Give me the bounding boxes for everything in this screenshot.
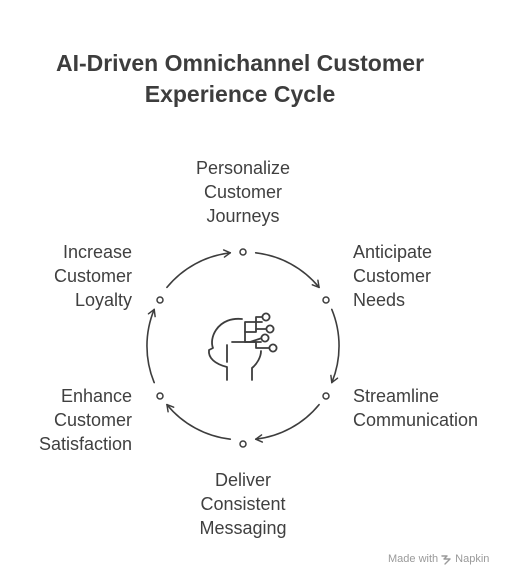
step-line: Customer bbox=[53, 410, 132, 430]
step-line: Communication bbox=[353, 410, 479, 430]
node-deliver bbox=[239, 440, 247, 448]
arrow-anticipate-to-streamline bbox=[330, 308, 340, 384]
footer-prefix: Made with bbox=[388, 553, 439, 565]
cycle-arrows bbox=[146, 249, 340, 443]
step-line: Enhance bbox=[60, 386, 132, 406]
step-streamline-communication: Streamline Communication bbox=[353, 384, 513, 432]
step-line: Journeys bbox=[206, 206, 280, 226]
step-line: Increase bbox=[62, 242, 132, 262]
node-streamline bbox=[322, 392, 330, 400]
arrow-deliver-to-enhance bbox=[166, 403, 232, 440]
step-enhance-customer-satisfaction: Enhance Customer Satisfaction bbox=[10, 384, 132, 456]
step-line: Deliver bbox=[214, 470, 271, 490]
step-line: Personalize bbox=[195, 158, 291, 178]
arrow-enhance-to-increase bbox=[146, 308, 156, 384]
arrow-increase-to-personalize bbox=[166, 249, 232, 289]
node-anticipate bbox=[322, 296, 330, 304]
node-personalize bbox=[239, 248, 247, 256]
step-line: Messaging bbox=[199, 518, 287, 538]
title-line-2: Experience Cycle bbox=[144, 81, 336, 107]
step-line: Satisfaction bbox=[38, 434, 132, 454]
step-line: Streamline bbox=[353, 386, 440, 406]
diagram-title: AI-Driven Omnichannel Customer Experienc… bbox=[0, 48, 480, 110]
step-line: Customer bbox=[203, 182, 283, 202]
node-increase bbox=[156, 296, 164, 304]
cycle-nodes bbox=[156, 248, 330, 448]
step-line: Customer bbox=[53, 266, 132, 286]
step-line: Needs bbox=[353, 290, 406, 310]
napkin-logo-icon bbox=[441, 554, 451, 565]
title-line-1: AI-Driven Omnichannel Customer bbox=[55, 50, 425, 76]
step-line: Consistent bbox=[200, 494, 286, 514]
step-line: Customer bbox=[353, 266, 432, 286]
ai-head-circuit-icon bbox=[208, 312, 278, 381]
step-anticipate-customer-needs: Anticipate Customer Needs bbox=[353, 240, 503, 312]
step-deliver-consistent-messaging: Deliver Consistent Messaging bbox=[170, 468, 316, 540]
arrow-streamline-to-deliver bbox=[254, 403, 320, 443]
step-increase-customer-loyalty: Increase Customer Loyalty bbox=[10, 240, 132, 312]
node-enhance bbox=[156, 392, 164, 400]
step-personalize-customer-journeys: Personalize Customer Journeys bbox=[170, 156, 316, 228]
footer-brand: Napkin bbox=[455, 553, 490, 565]
made-with-napkin-footer[interactable]: Made with Napkin bbox=[388, 553, 489, 565]
arrow-personalize-to-anticipate bbox=[254, 252, 320, 289]
step-line: Anticipate bbox=[353, 242, 433, 262]
step-line: Loyalty bbox=[74, 290, 132, 310]
